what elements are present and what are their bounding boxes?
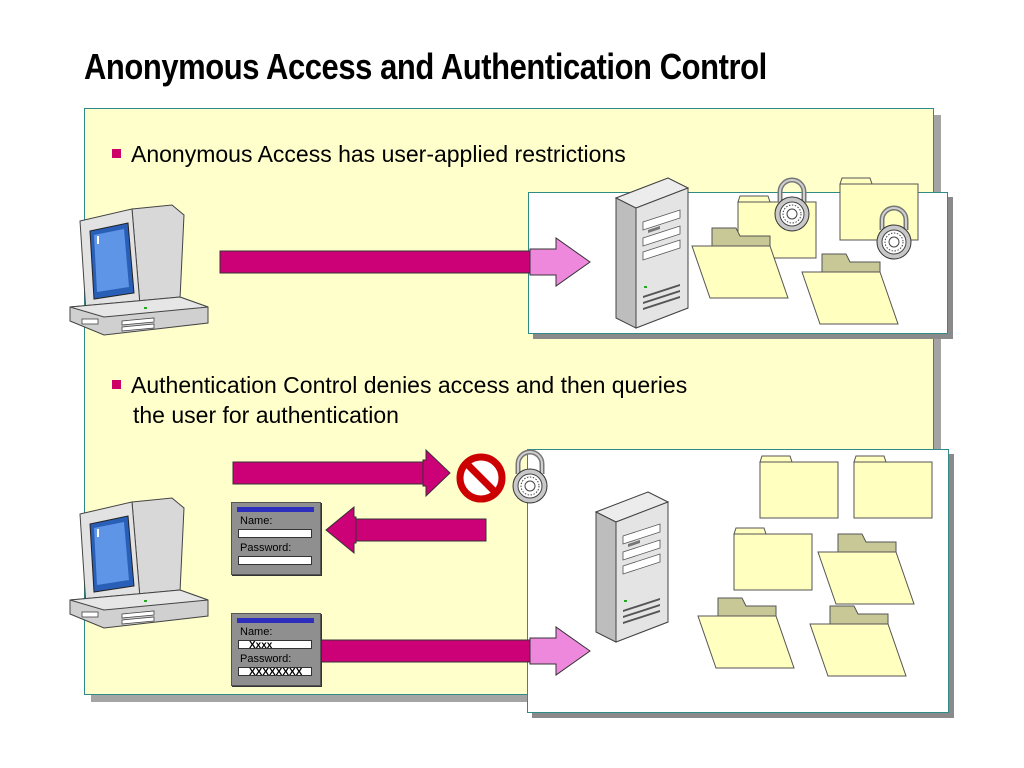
dialog-title-bar — [237, 507, 314, 512]
client-computer-icon — [69, 204, 209, 336]
password-field[interactable] — [238, 556, 312, 565]
access-denied-icon — [456, 453, 506, 503]
folder-icon — [809, 605, 907, 677]
name-field[interactable] — [238, 529, 312, 538]
bullet-authentication-control: Authentication Control denies access and… — [112, 370, 832, 430]
bullet-square-icon — [112, 380, 121, 390]
bullet-square-icon — [112, 149, 121, 159]
bullet-text-1: Anonymous Access has user-applied restri… — [131, 141, 626, 167]
name-label: Name: — [240, 515, 273, 527]
dialog-title-bar — [237, 618, 314, 623]
server-tower-icon — [595, 491, 669, 643]
padlock-icon — [513, 452, 547, 503]
password-label: Password: — [240, 653, 292, 665]
server-tower-icon — [615, 177, 689, 329]
folder-icon — [853, 455, 933, 519]
request-arrow-anonymous — [219, 237, 591, 287]
login-prompt-dialog: Name: Password: — [231, 502, 321, 575]
bullet-anonymous-access: Anonymous Access has user-applied restri… — [112, 139, 626, 169]
request-arrow-denied — [232, 448, 451, 498]
padlock-icon — [775, 180, 809, 231]
folder-icon — [733, 527, 813, 591]
authentication-query-arrow — [325, 505, 487, 555]
bullet-text-2-continued: the user for authentication — [133, 402, 399, 428]
name-label: Name: — [240, 626, 273, 638]
name-field[interactable]: Xxxx — [238, 640, 312, 649]
folder-icon — [759, 455, 839, 519]
credentials-arrow — [319, 626, 591, 676]
password-label: Password: — [240, 542, 292, 554]
bullet-text-2: Authentication Control denies access and… — [131, 372, 688, 398]
folder-icon — [801, 253, 899, 325]
login-filled-dialog: Name: Xxxx Password: XXXXXXXX — [231, 613, 321, 686]
client-computer-icon — [69, 497, 209, 629]
folder-icon — [817, 533, 915, 605]
password-field[interactable]: XXXXXXXX — [238, 667, 312, 676]
folder-icon — [697, 597, 795, 669]
slide-title: Anonymous Access and Authentication Cont… — [84, 46, 767, 87]
